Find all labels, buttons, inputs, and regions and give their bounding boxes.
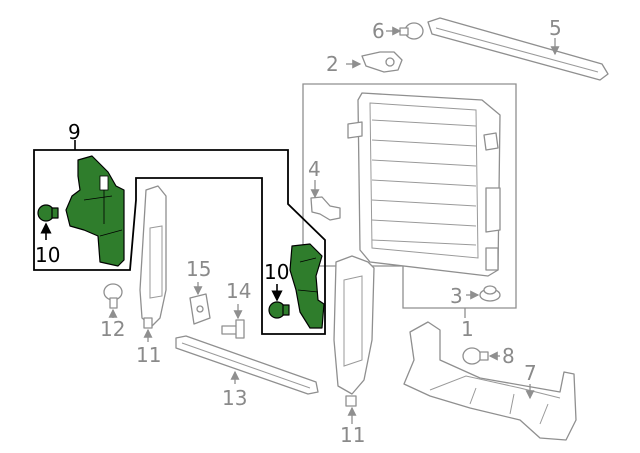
callout-4: 4 [308,157,321,181]
callout-10-left: 10 [35,243,60,267]
bracket-4 [310,196,341,221]
callout-3: 3 [450,284,463,308]
clip-10-right [268,301,290,319]
callout-9: 9 [68,120,81,144]
bolt-14 [221,319,245,339]
callout-2: 2 [326,52,339,76]
clip-15 [189,293,211,325]
callout-11-left: 11 [136,343,161,367]
clip-12 [103,283,123,309]
deflector-7 [403,321,577,441]
callout-6: 6 [372,19,385,43]
baffle-9-left [65,155,125,267]
callout-14: 14 [226,279,251,303]
bracket-11-right [333,255,375,407]
grommet-3 [479,285,501,302]
radiator [347,92,501,277]
callout-8: 8 [502,344,515,368]
clip-6 [399,22,424,40]
seal-13 [175,335,319,395]
callout-15: 15 [186,257,211,281]
callout-10-right: 10 [264,260,289,284]
bracket-11-left [139,185,167,329]
callout-12: 12 [100,317,125,341]
callout-11-right: 11 [340,423,365,447]
callout-1: 1 [461,317,474,341]
baffle-9-right [289,243,325,329]
callout-5: 5 [549,16,562,40]
rail-5 [427,17,609,81]
group-9-outline [33,149,326,335]
bracket-2 [361,51,403,73]
clip-10-left [37,204,59,222]
clip-8 [462,347,489,365]
callout-13: 13 [222,386,247,410]
callout-7: 7 [524,361,537,385]
